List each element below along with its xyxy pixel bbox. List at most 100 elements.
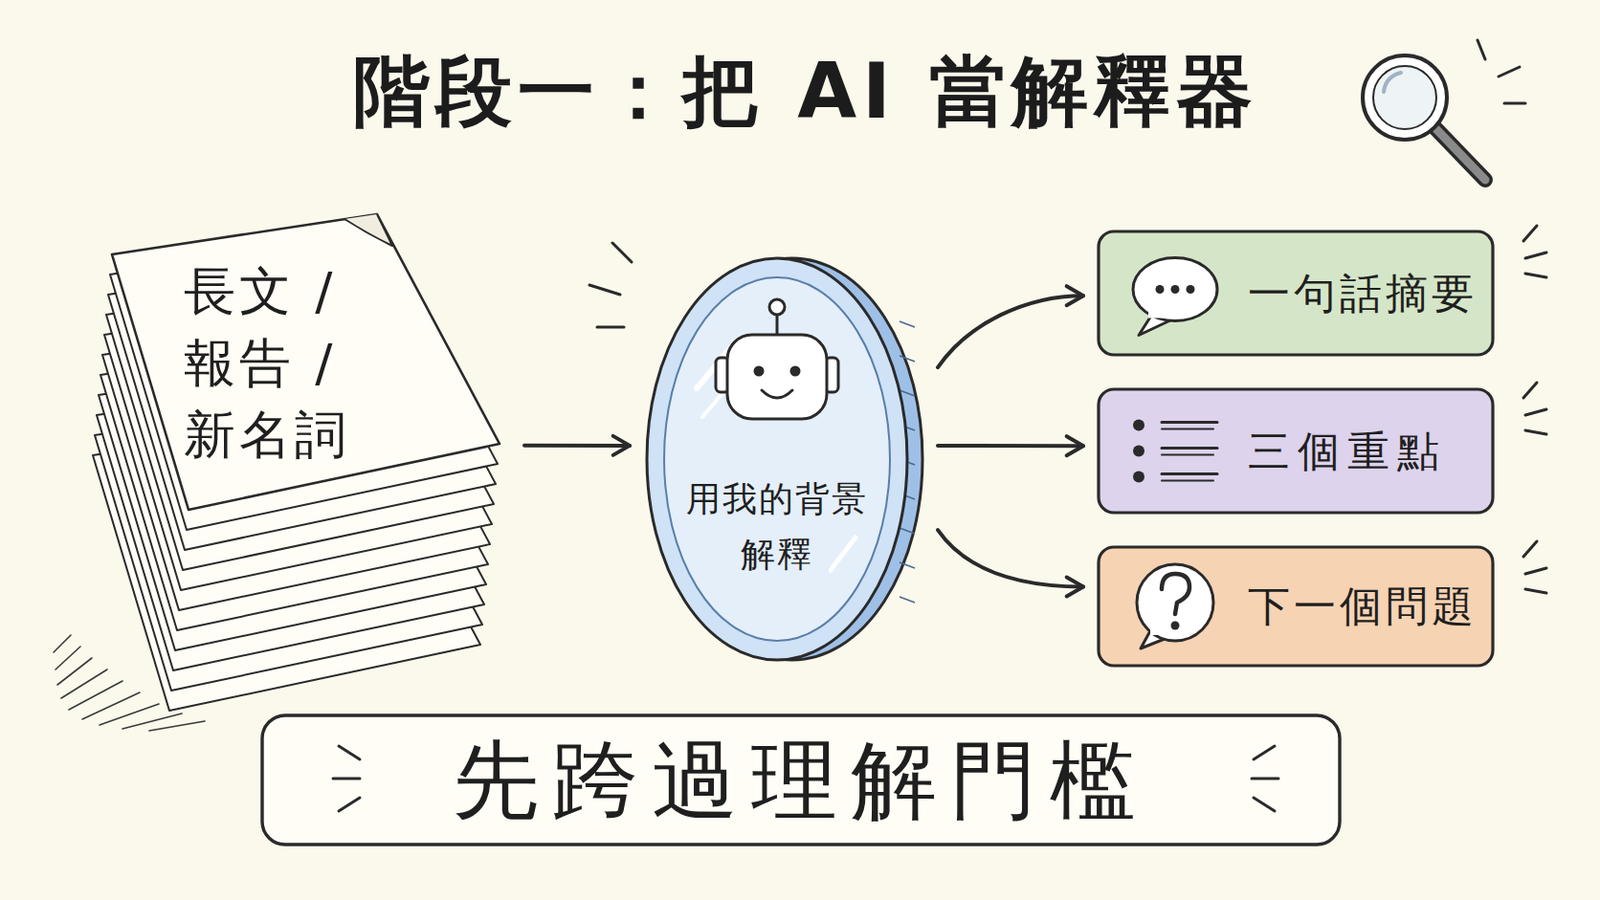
sparkle-line: [597, 326, 624, 330]
arrow-head: [1066, 577, 1084, 598]
magnifier-handle: [1435, 128, 1486, 180]
sparkle-line: [1253, 746, 1275, 760]
lens-glint: [830, 537, 856, 571]
sparkle-line: [1523, 382, 1537, 399]
edge-hatch: [899, 321, 915, 328]
edge-hatch: [899, 562, 915, 569]
bubble-dot: [1171, 285, 1180, 294]
edge-hatch: [899, 528, 915, 534]
hatch-line: [61, 669, 108, 699]
lens-glint: [702, 392, 724, 418]
arrow-line: [937, 444, 1084, 448]
list-bullet: [1133, 420, 1145, 432]
document-stack: 長文 / 報告 / 新名詞: [105, 205, 517, 522]
sparkle-line: [612, 243, 632, 263]
list-line: [1161, 421, 1218, 424]
output-box: 下一個問題: [1096, 545, 1495, 668]
sparkle-line: [589, 285, 621, 295]
sparkle-line: [333, 777, 360, 781]
list-bullet: [1133, 445, 1145, 458]
magnifier-icon: [1362, 55, 1486, 180]
bubble-dot: [1186, 285, 1196, 294]
box-outline: [1098, 231, 1493, 356]
magnifier-rim: [1362, 55, 1447, 140]
flow-arrow: [524, 436, 630, 456]
sparkle-line: [338, 798, 360, 812]
interpreter-lens: 用我的背景 解釋: [643, 254, 931, 665]
takeaway-band: 先跨過理解門檻: [260, 713, 1342, 847]
robot-antenna: [776, 313, 779, 335]
stack-shadow: [53, 635, 205, 732]
paper-sheet: [111, 214, 500, 511]
arrow-line: [937, 530, 1084, 587]
bubble-join: [1150, 622, 1172, 636]
hatch-line: [57, 658, 92, 686]
box-outline: [1098, 389, 1493, 513]
hatch-line: [82, 692, 140, 720]
sparkle-line: [1525, 252, 1547, 259]
sparkle-line: [1477, 40, 1486, 60]
output-box: 一句話摘要: [1096, 229, 1495, 357]
edge-hatch: [899, 355, 915, 362]
sparkle-line: [1525, 409, 1547, 416]
flow-arrow: [937, 436, 1084, 456]
hatch-line: [53, 635, 71, 653]
arrow-line: [937, 295, 1084, 368]
sparkle-line: [1504, 102, 1526, 106]
list-line: [1161, 472, 1218, 476]
sparkle-strokes: [333, 746, 1279, 812]
arrow-head: [613, 436, 630, 456]
glass-glint: [1383, 72, 1401, 92]
question-bubble: [1136, 564, 1214, 642]
magnifier-glass: [1373, 66, 1437, 130]
node-label: 一句話摘要: [1247, 268, 1478, 319]
hatch-line: [55, 646, 81, 670]
arrow-head: [1066, 286, 1084, 306]
sparkle-line: [1523, 541, 1537, 557]
robot-smile: [761, 390, 793, 399]
lens-face: [646, 258, 908, 661]
sparkle-line: [1523, 225, 1537, 242]
edge-hatch: [899, 597, 915, 603]
shape-outline: [643, 254, 931, 665]
output-box: 三個重點: [1096, 387, 1495, 515]
flow-arrow: [937, 286, 1084, 368]
hatch-line: [149, 721, 205, 732]
list-line: [1161, 428, 1214, 431]
robot-eye: [790, 366, 801, 378]
question-dot: [1171, 622, 1180, 631]
lens-inner-ring: [664, 277, 890, 642]
magnifier-handle: [1435, 128, 1486, 180]
question-mark: [1161, 574, 1190, 615]
node-label: 用我的背景 解釋: [681, 471, 873, 583]
robot-head: [727, 334, 827, 420]
robot-antenna-tip: [769, 299, 785, 315]
bubble-dot: [1155, 285, 1165, 294]
arrow-head: [1066, 436, 1084, 456]
box-outline: [1098, 547, 1493, 667]
hatch-line: [99, 704, 159, 726]
sparkle-line: [1525, 273, 1547, 278]
sparkle-line: [338, 746, 360, 760]
sparkle-line: [1498, 66, 1520, 77]
page-curl: [344, 214, 393, 246]
sparkle-line: [1253, 798, 1275, 812]
sparkle-line: [1525, 430, 1547, 435]
node-label: 長文 / 報告 / 新名詞: [183, 255, 376, 471]
sparkle-line: [1525, 568, 1547, 575]
bubble-join: [1148, 305, 1174, 319]
diagram-title: 階段一：把 AI 當解釋器: [143, 51, 1468, 133]
speech-bubble: [1133, 258, 1218, 322]
list-line: [1161, 446, 1218, 450]
hatch-line: [122, 713, 182, 730]
node-label: 三個重點: [1247, 426, 1447, 477]
sparkle-line: [1525, 589, 1547, 594]
sparkle-line: [1251, 777, 1279, 781]
node-label: 先跨過理解門檻: [260, 733, 1342, 829]
list-line: [1161, 454, 1214, 457]
hatch-line: [68, 681, 123, 711]
list-bullet: [1133, 471, 1145, 484]
flow-arrow: [937, 530, 1084, 597]
arrow-line: [524, 444, 630, 448]
